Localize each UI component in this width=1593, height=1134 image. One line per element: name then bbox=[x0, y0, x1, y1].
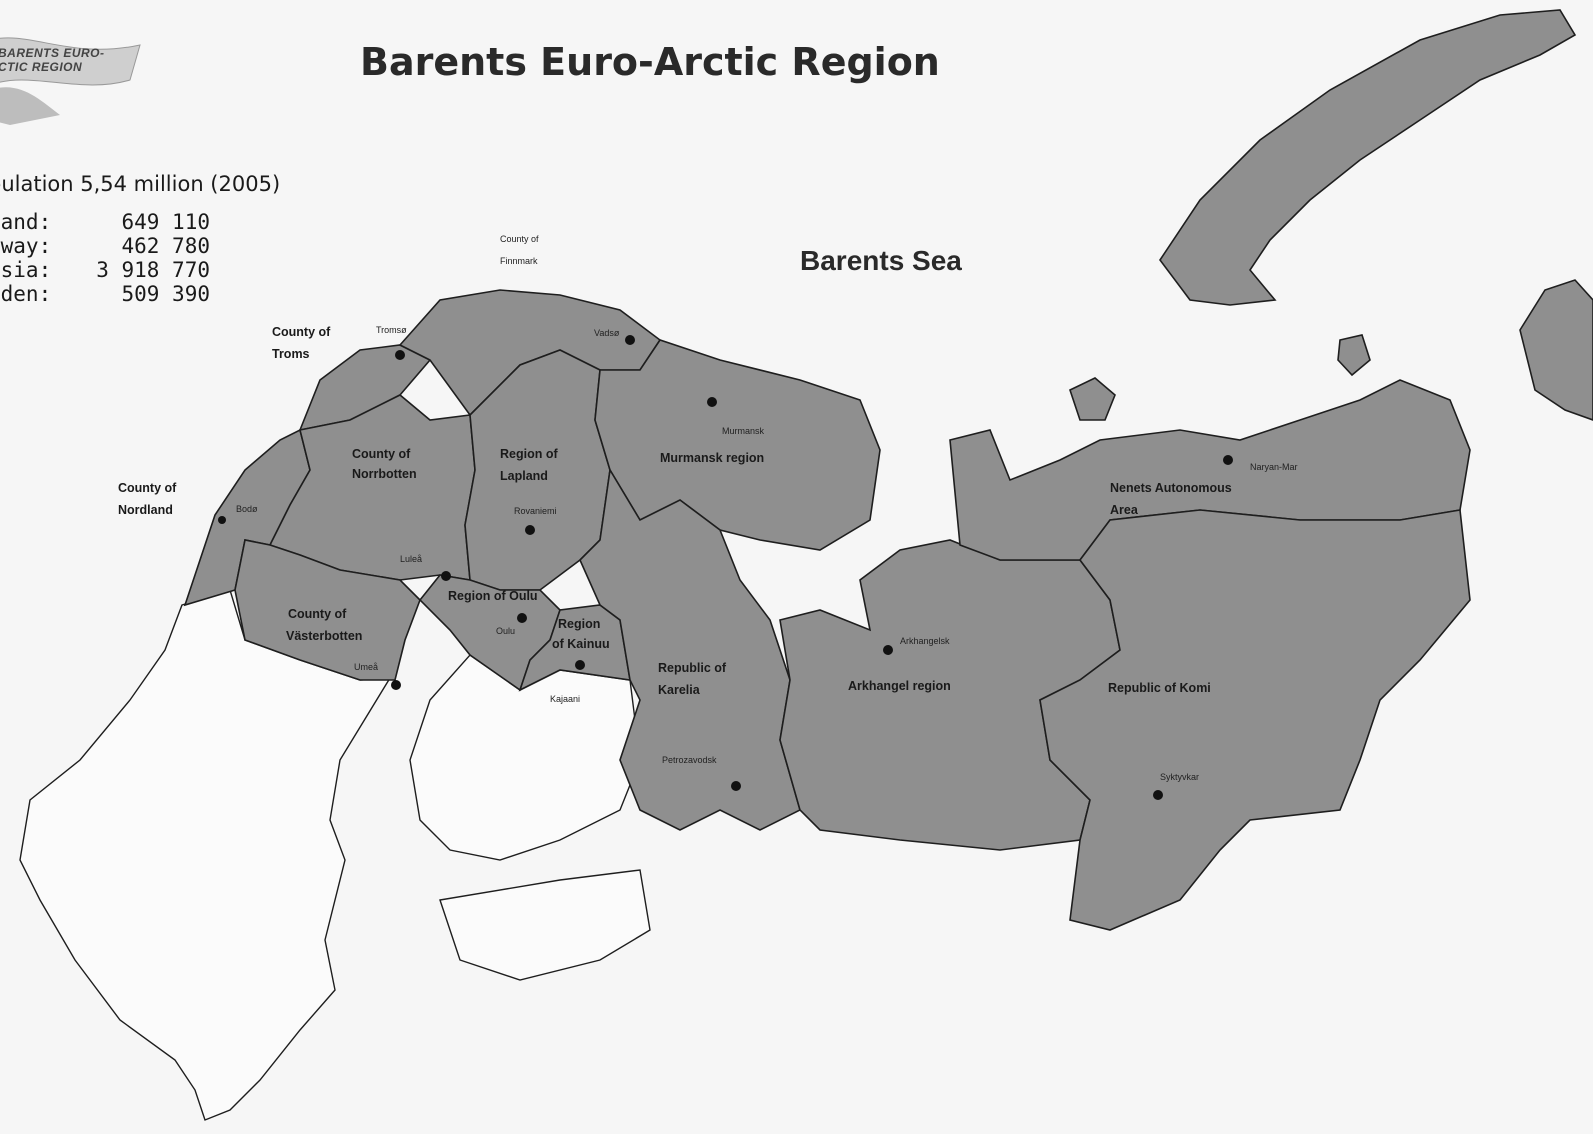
city-dot-umea bbox=[391, 680, 401, 690]
population-row: land: 649 110 bbox=[0, 210, 210, 234]
city-dot-bodo bbox=[218, 516, 226, 524]
city-dot-murmansk bbox=[707, 397, 717, 407]
city-label-umea: Umeå bbox=[354, 662, 378, 672]
yamal-peninsula bbox=[1519, 279, 1593, 421]
flag-wave-icon bbox=[0, 37, 141, 125]
population-row: eden: 509 390 bbox=[0, 282, 210, 306]
population-title: pulation 5,54 million (2005) bbox=[0, 172, 281, 196]
city-dot-vadso bbox=[625, 335, 635, 345]
city-dot-naryan-mar bbox=[1223, 455, 1233, 465]
city-label-vadso: Vadsø bbox=[594, 328, 620, 338]
city-label-arkhangelsk: Arkhangelsk bbox=[900, 636, 950, 646]
city-label-lulea: Luleå bbox=[400, 554, 422, 564]
city-dot-petrozavodsk bbox=[731, 781, 741, 791]
vaygach-island bbox=[1337, 334, 1371, 377]
city-label-petrozavodsk: Petrozavodsk bbox=[662, 755, 717, 765]
city-dot-arkhangelsk bbox=[883, 645, 893, 655]
city-label-syktyvkar: Syktyvkar bbox=[1160, 772, 1199, 782]
city-label-murmansk: Murmansk bbox=[722, 426, 765, 436]
barents-logo: BARENTS EURO- CTIC REGION bbox=[0, 30, 150, 130]
population-country: rway: bbox=[0, 234, 52, 258]
city-dot-kajaani bbox=[575, 660, 585, 670]
city-label-bodo: Bodø bbox=[236, 504, 258, 514]
city-label-naryan-mar: Naryan-Mar bbox=[1250, 462, 1298, 472]
population-value: 509 390 bbox=[121, 282, 210, 306]
city-dot-oulu bbox=[517, 613, 527, 623]
population-value: 3 918 770 bbox=[96, 258, 210, 282]
city-label-oulu: Oulu bbox=[496, 626, 515, 636]
city-dot-syktyvkar bbox=[1153, 790, 1163, 800]
city-label-rovaniemi: Rovaniemi bbox=[514, 506, 557, 516]
population-country: eden: bbox=[0, 282, 52, 306]
region-karelia bbox=[579, 467, 801, 831]
label-oulu: Region of Oulu bbox=[448, 589, 538, 603]
novaya-zemlya bbox=[1159, 9, 1577, 306]
city-dot-rovaniemi bbox=[525, 525, 535, 535]
population-value: 462 780 bbox=[121, 234, 210, 258]
label-komi: Republic of Komi bbox=[1108, 681, 1211, 695]
population-value: 649 110 bbox=[121, 210, 210, 234]
map-title: Barents Euro-Arctic Region bbox=[360, 40, 940, 84]
region-komi bbox=[1039, 509, 1471, 931]
label-murmansk: Murmansk region bbox=[660, 451, 764, 465]
kolguyev-island bbox=[1069, 377, 1116, 421]
city-dot-lulea bbox=[441, 571, 451, 581]
baltic-land bbox=[439, 869, 651, 981]
population-row: rway: 462 780 bbox=[0, 234, 210, 258]
city-label-tromso: Tromsø bbox=[376, 325, 407, 335]
city-dot-tromso bbox=[395, 350, 405, 360]
logo-line-2: CTIC REGION bbox=[0, 60, 83, 74]
population-country: land: bbox=[0, 210, 52, 234]
city-label-kajaani: Kajaani bbox=[550, 694, 580, 704]
population-row: ssia: 3 918 770 bbox=[0, 258, 210, 282]
population-country: ssia: bbox=[0, 258, 52, 282]
barents-sea-label: Barents Sea bbox=[800, 245, 962, 276]
logo-line-1: BARENTS EURO- bbox=[0, 46, 105, 60]
region-norrbotten bbox=[268, 394, 476, 581]
label-arkhangel: Arkhangel region bbox=[848, 679, 951, 693]
